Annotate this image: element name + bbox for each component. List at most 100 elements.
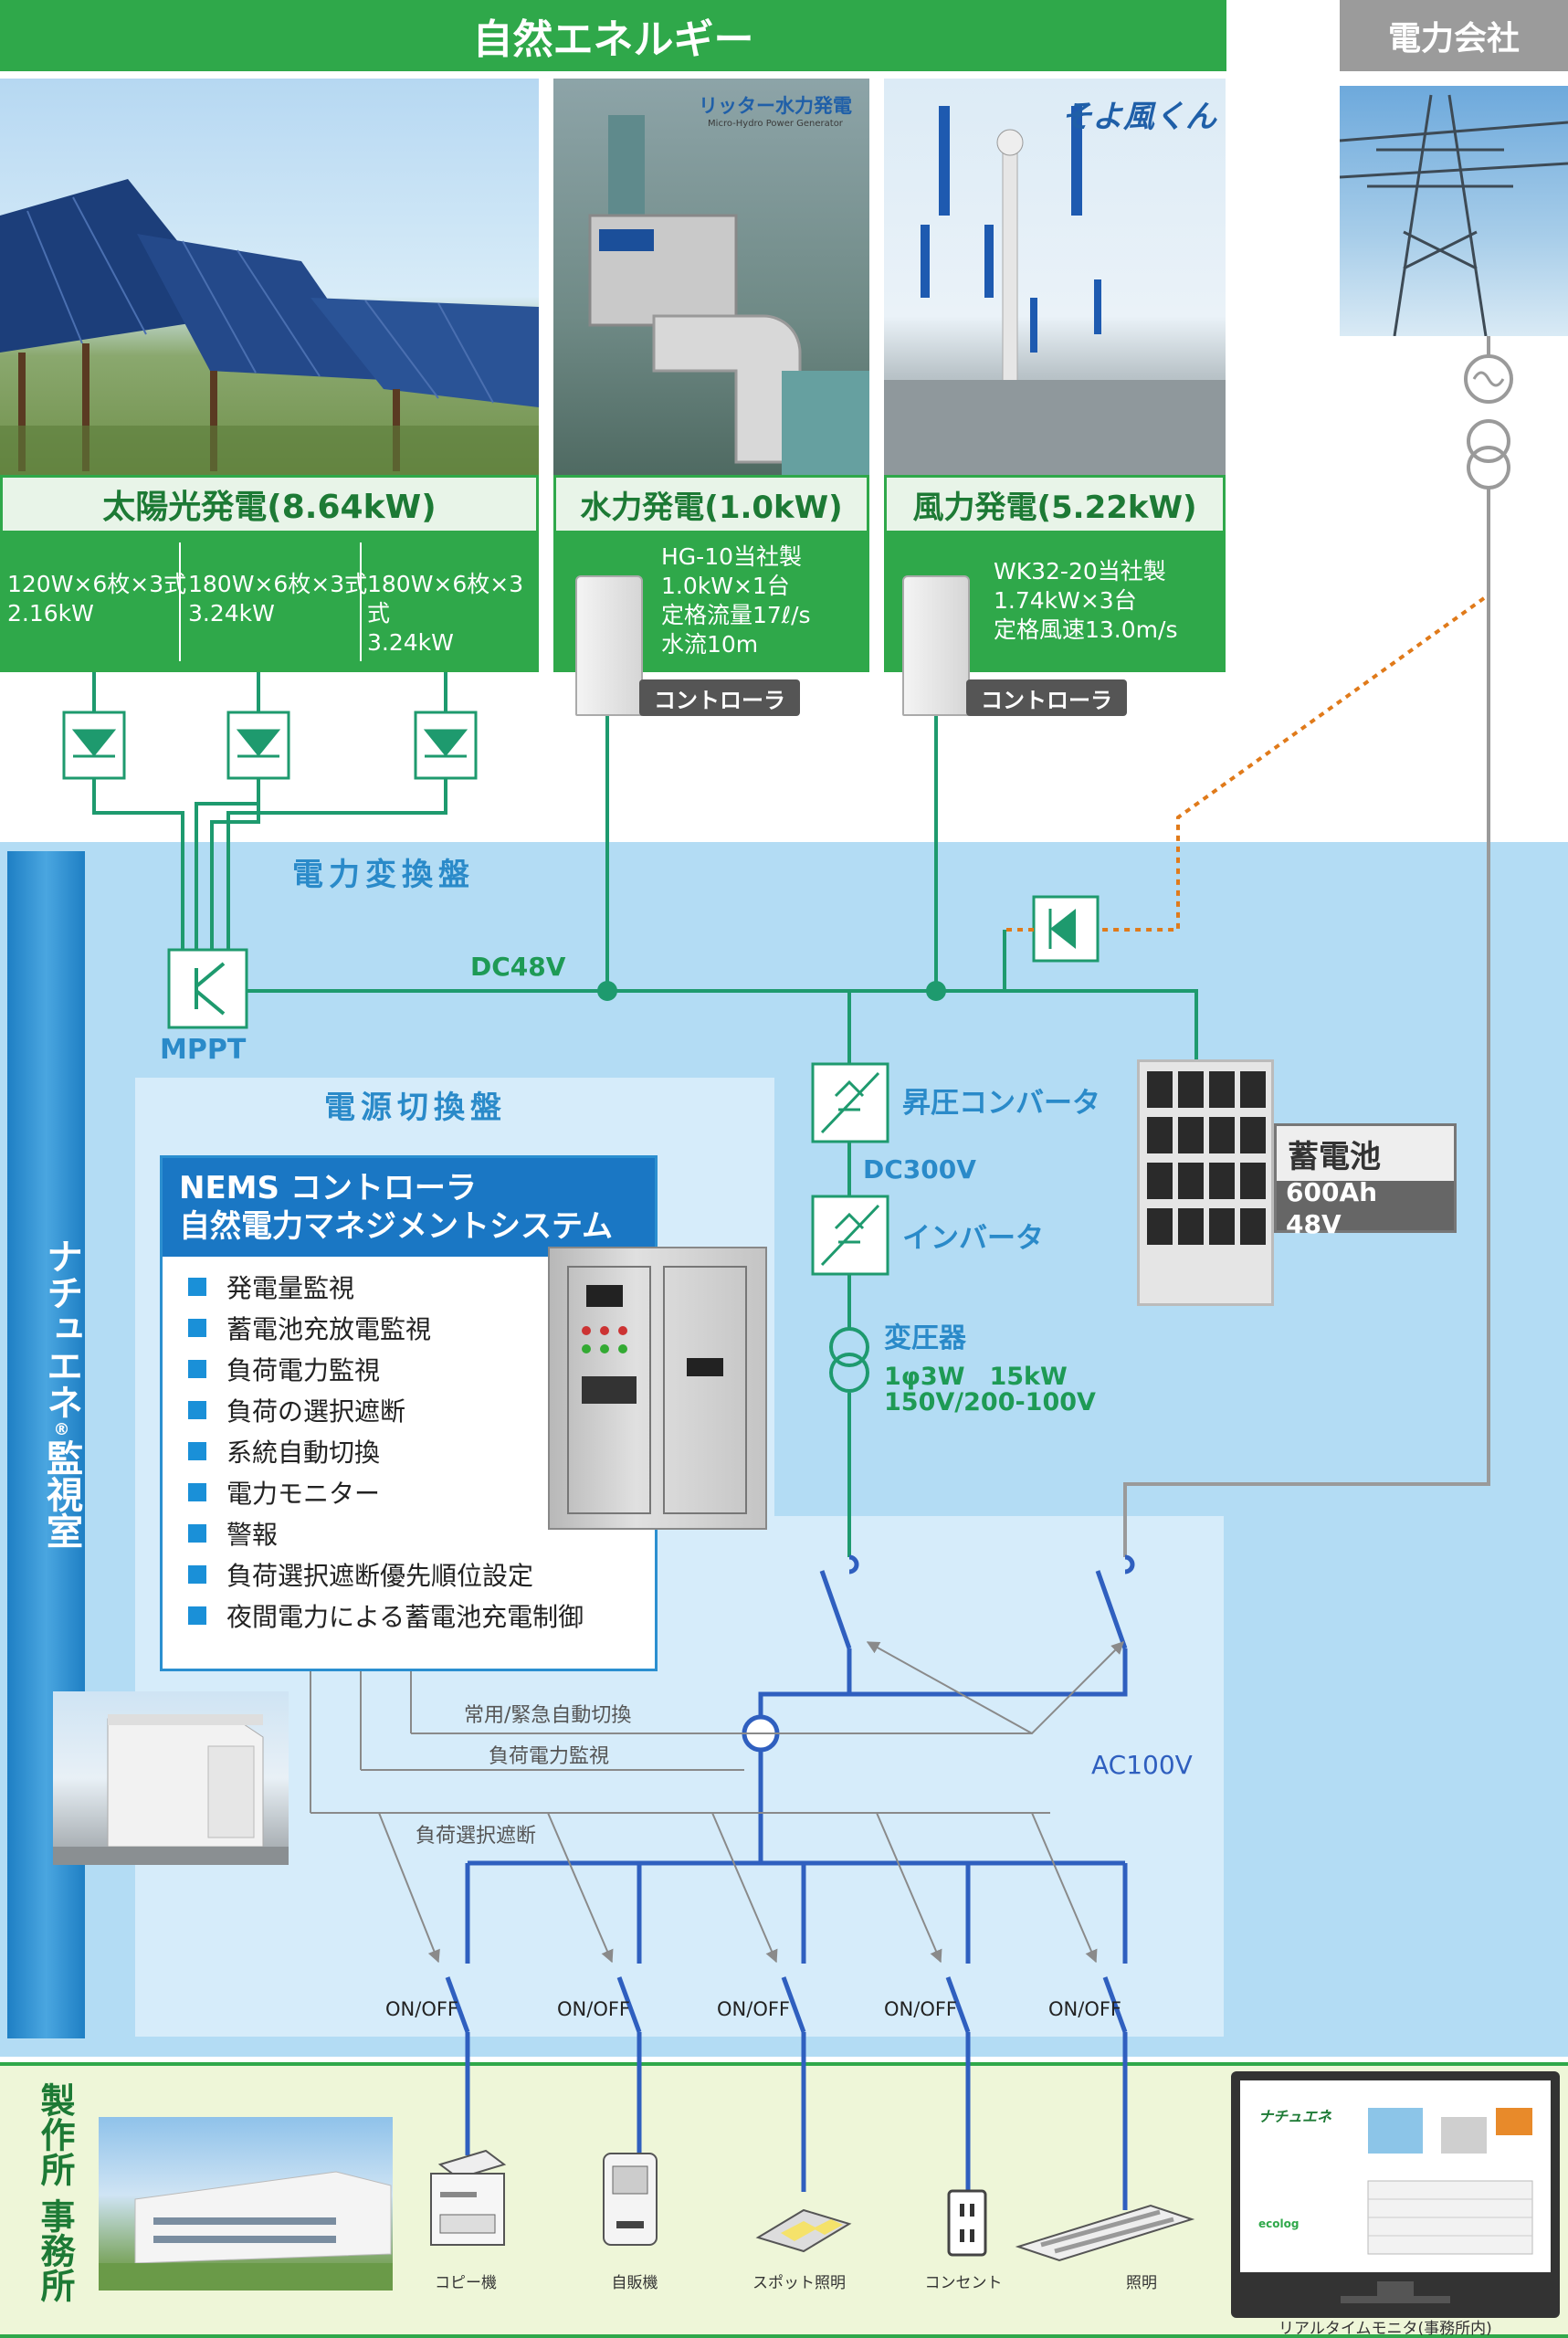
natural-energy-banner: 自然エネルギー bbox=[0, 0, 1226, 71]
nems-feature: 警報 bbox=[188, 1512, 584, 1553]
wind-illustration bbox=[884, 106, 1226, 475]
factory-label: 製作所 事務所 bbox=[35, 2082, 75, 2303]
solar-array-2: 180W×6枚×3式 3.24kW bbox=[188, 571, 368, 627]
spot-light-icon bbox=[753, 2201, 854, 2256]
hydro-spec-flow: 定格流量17ℓ/s bbox=[661, 602, 811, 628]
wind-bus-node bbox=[926, 981, 946, 1001]
nems-feature: 負荷の選択遮断 bbox=[188, 1389, 584, 1430]
tower-illustration bbox=[1340, 94, 1568, 336]
power-switch-label: 電源切換盤 bbox=[324, 1090, 507, 1126]
nems-feature-list: 発電量監視 蓄電池充放電監視 負荷電力監視 負荷の選択遮断 系統自動切換 電力モ… bbox=[188, 1266, 584, 1636]
hydro-bus-node bbox=[597, 981, 617, 1001]
outlet-icon bbox=[945, 2187, 989, 2259]
solar-array-3: 180W×6枚×3式 3.24kW bbox=[367, 571, 524, 656]
load-label-spot: スポット照明 bbox=[752, 2274, 846, 2292]
lighting-icon bbox=[1014, 2201, 1196, 2265]
cabinet-panel bbox=[567, 1266, 747, 1514]
transformer-spec-1: 1φ3W 15kW bbox=[884, 1363, 1068, 1391]
wind-spec-output: 1.74kW×3台 bbox=[994, 587, 1137, 614]
load-label-outlet: コンセント bbox=[924, 2274, 1003, 2292]
monitor-screen-graphic bbox=[1367, 2108, 1533, 2255]
monitor-screen-logo: ecolog bbox=[1258, 2217, 1300, 2230]
auto-switch-label: 常用/緊急自動切換 bbox=[464, 1704, 632, 1727]
hydro-illustration bbox=[588, 115, 869, 475]
nems-feature: 負荷電力監視 bbox=[188, 1348, 584, 1389]
power-conversion-label: 電力変換盤 bbox=[292, 857, 475, 893]
hydro-spec-output: 1.0kW×1台 bbox=[661, 573, 790, 599]
load-label-copier: コピー機 bbox=[435, 2274, 497, 2292]
power-company-title: 電力会社 bbox=[1387, 20, 1520, 58]
ac100v-label: AC100V bbox=[1091, 1750, 1193, 1780]
natural-energy-title: 自然エネルギー bbox=[472, 16, 754, 63]
load-label-vending: 自販機 bbox=[611, 2274, 658, 2292]
load-label-lighting: 照明 bbox=[1126, 2274, 1157, 2292]
battery-photo bbox=[1137, 1059, 1274, 1306]
wind-turbine-photo: そよ風くん bbox=[884, 79, 1226, 475]
hydro-spec-model: HG-10当社製 bbox=[661, 543, 803, 570]
monitor-caption: リアルタイムモニタ(事務所内) bbox=[1279, 2320, 1492, 2338]
monitor-room-building bbox=[53, 1714, 289, 1865]
solar-specs: 120W×6枚×3式 2.16kW 180W×6枚×3式 3.24kW 180W… bbox=[0, 533, 539, 672]
dc-wiring bbox=[92, 672, 1198, 1557]
night-charge-line bbox=[1098, 596, 1486, 932]
nems-feature: 夜間電力による蓄電池充電制御 bbox=[188, 1595, 584, 1636]
mppt-box bbox=[167, 948, 248, 1029]
ac-wiring bbox=[445, 1554, 1135, 2210]
nems-feature: 発電量監視 bbox=[188, 1266, 584, 1307]
monitor-room-label: ナチュエネ®監視室 bbox=[40, 1237, 82, 1549]
factory-building bbox=[99, 2171, 393, 2291]
power-tower-photo bbox=[1340, 86, 1568, 336]
boost-converter-label: 昇圧コンバータ bbox=[902, 1087, 1100, 1120]
solar-panel-illustration bbox=[0, 179, 539, 475]
battery-spec: 600Ah 48V bbox=[1277, 1177, 1454, 1239]
solar-panel-photo bbox=[0, 79, 539, 475]
transformer-label: 変圧器 bbox=[884, 1322, 966, 1354]
nems-feature: 負荷選択遮断優先順位設定 bbox=[188, 1553, 584, 1595]
nems-title: NEMS コントローラ 自然電力マネジメントシステム bbox=[163, 1158, 655, 1257]
solar-diodes bbox=[62, 711, 478, 780]
monitor-screen-title: ナチュエネ bbox=[1258, 2108, 1332, 2125]
dc300v-label: DC300V bbox=[863, 1154, 976, 1185]
dc48v-label: DC48V bbox=[470, 952, 566, 982]
power-company-banner: 電力会社 bbox=[1340, 0, 1568, 71]
onoff-spot: ON/OFF bbox=[717, 1998, 791, 2020]
nems-feature: 電力モニター bbox=[188, 1471, 584, 1512]
hydro-controller-label: コントローラ bbox=[639, 679, 800, 716]
load-cutoff-label: 負荷選択遮断 bbox=[416, 1825, 537, 1848]
utility-line bbox=[1123, 336, 1513, 1557]
solar-title: 太陽光発電(8.64kW) bbox=[0, 475, 539, 533]
onoff-outlet: ON/OFF bbox=[884, 1998, 958, 2020]
monitor-room-photo bbox=[53, 1691, 289, 1865]
battery-title: 蓄電池 bbox=[1277, 1126, 1454, 1181]
onoff-lighting: ON/OFF bbox=[1048, 1998, 1122, 2020]
hydro-title: 水力発電(1.0kW) bbox=[553, 475, 869, 533]
nems-cabinet-photo bbox=[548, 1247, 767, 1530]
monitor-screen: ナチュエネ ecolog bbox=[1240, 2080, 1551, 2272]
battery-label-box: 蓄電池 600Ah 48V bbox=[1274, 1123, 1457, 1239]
hydro-spec-head: 水流10m bbox=[661, 631, 759, 658]
hydro-controller-cabinet bbox=[575, 575, 643, 716]
hydro-generator-photo: リッター水力発電 Micro-Hydro Power Generator bbox=[553, 79, 869, 475]
copier-icon bbox=[422, 2146, 517, 2248]
inverter-label: インバータ bbox=[902, 1222, 1044, 1255]
vending-machine-icon bbox=[598, 2148, 662, 2248]
solar-array-1: 120W×6枚×3式 2.16kW bbox=[7, 571, 187, 627]
onoff-copy: ON/OFF bbox=[385, 1998, 459, 2020]
mppt-label: MPPT bbox=[160, 1034, 247, 1066]
battery-cells bbox=[1147, 1071, 1266, 1245]
wind-spec-speed: 定格風速13.0m/s bbox=[994, 616, 1178, 643]
nems-feature: 蓄電池充放電監視 bbox=[188, 1307, 584, 1348]
factory-photo bbox=[99, 2117, 393, 2291]
realtime-monitor: ナチュエネ ecolog bbox=[1231, 2071, 1560, 2318]
onoff-vending: ON/OFF bbox=[557, 1998, 631, 2020]
wind-controller-cabinet bbox=[902, 575, 970, 716]
wind-title: 風力発電(5.22kW) bbox=[884, 475, 1226, 533]
nems-feature: 系統自動切換 bbox=[188, 1430, 584, 1471]
wind-photo-caption: そよ風くん bbox=[1061, 99, 1216, 135]
control-arrows bbox=[304, 1641, 1124, 1964]
load-monitor-label: 負荷電力監視 bbox=[489, 1745, 610, 1768]
wind-spec-model: WK32-20当社製 bbox=[994, 558, 1166, 584]
wind-controller-label: コントローラ bbox=[966, 679, 1127, 716]
transformer-symbol bbox=[829, 1327, 869, 1367]
